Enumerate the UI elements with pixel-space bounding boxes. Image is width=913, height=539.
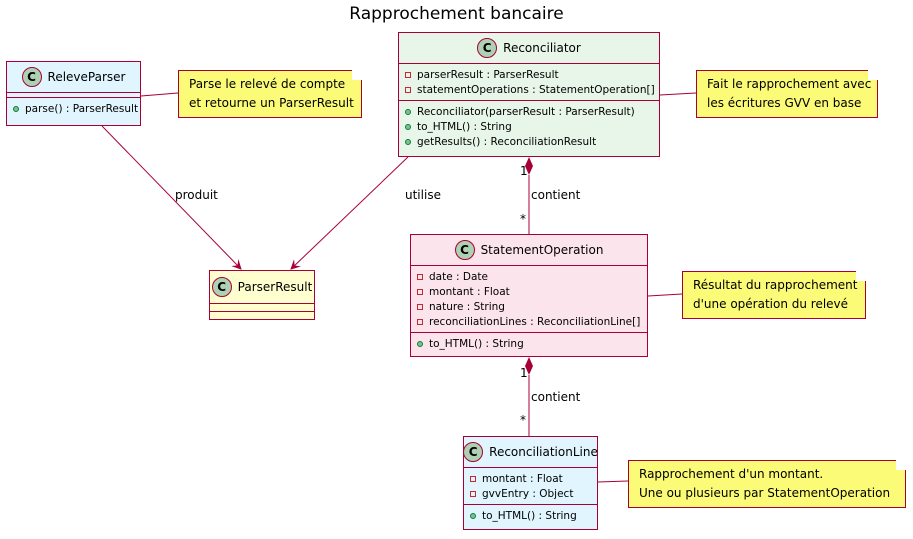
note-reconciliator: Fait le rapprochement avec les écritures… xyxy=(696,70,878,118)
note-fold xyxy=(352,70,362,80)
note-line: Une ou plusieurs par StatementOperation xyxy=(639,486,891,500)
class-stereotype-icon: C xyxy=(454,240,475,260)
edge-produit xyxy=(101,125,242,270)
note-link-line xyxy=(597,480,629,483)
private-icon xyxy=(405,86,411,93)
label-utilise: utilise xyxy=(405,188,441,202)
multiplicity-many-1: * xyxy=(520,212,526,226)
note-fold xyxy=(896,460,906,470)
class-reconciliation-line[interactable]: C ReconciliationLine montant : Float gvv… xyxy=(463,436,598,530)
edge-utilise xyxy=(290,156,409,270)
class-header: C Reconciliator xyxy=(399,33,659,63)
methods-section: Reconciliator(parserResult : ParserResul… xyxy=(399,100,659,152)
private-icon xyxy=(417,318,423,325)
note-fold xyxy=(868,70,878,80)
note-statement-operation: Résultat du rapprochement d'une opératio… xyxy=(682,271,866,319)
note-line: Résultat du rapprochement xyxy=(693,278,858,292)
methods-section: to_HTML() : String xyxy=(411,332,647,354)
label-produit: produit xyxy=(175,188,218,202)
multiplicity-one-1: 1 xyxy=(520,164,528,178)
method-row: getResults() : ReconciliationResult xyxy=(405,134,653,149)
diagram-title: Rapprochement bancaire xyxy=(349,4,564,24)
note-releve-parser: Parse le relevé de compte et retourne un… xyxy=(178,70,362,118)
note-link-reconciliator xyxy=(659,92,697,96)
note-fold xyxy=(856,271,866,281)
public-icon xyxy=(405,123,411,130)
method-row: to_HTML() : String xyxy=(470,508,591,523)
attribute-row: parserResult : ParserResult xyxy=(405,67,653,82)
class-parser-result[interactable]: C ParserResult xyxy=(209,270,315,320)
class-name: ReleveParser xyxy=(47,70,126,84)
attributes-section xyxy=(210,303,314,311)
note-line: les écritures GVV en base xyxy=(707,96,862,110)
methods-section xyxy=(210,311,314,319)
attribute-row: nature : String xyxy=(417,299,641,314)
note-line: d'une opération du relevé xyxy=(693,297,849,311)
composition-diamond-2 xyxy=(525,357,533,375)
attributes-section: montant : Float gvvEntry : Object xyxy=(464,467,597,504)
composition-diamond-1 xyxy=(525,157,533,175)
note-reconciliation-line: Rapprochement d'un montant. Une ou plusi… xyxy=(628,460,906,508)
class-stereotype-icon: C xyxy=(477,38,498,58)
method-row: to_HTML() : String xyxy=(417,336,641,351)
private-icon xyxy=(417,273,423,280)
attribute-row: statementOperations : StatementOperation… xyxy=(405,82,655,97)
note-link-releve xyxy=(140,92,179,97)
class-stereotype-icon: C xyxy=(21,67,42,87)
note-line: Parse le relevé de compte xyxy=(189,77,346,91)
class-name: ParserResult xyxy=(237,280,313,294)
attributes-section: date : Date montant : Float nature : Str… xyxy=(411,265,647,332)
attribute-row: montant : Float xyxy=(417,284,641,299)
note-line: Rapprochement d'un montant. xyxy=(639,467,824,481)
class-name: StatementOperation xyxy=(480,243,604,257)
multiplicity-one-2: 1 xyxy=(520,366,528,380)
public-icon xyxy=(417,340,423,347)
attributes-section: parserResult : ParserResult statementOpe… xyxy=(399,63,659,100)
label-contient-2: contient xyxy=(531,390,581,404)
class-statement-operation[interactable]: C StatementOperation date : Date montant… xyxy=(410,234,648,357)
attribute-row: date : Date xyxy=(417,269,641,284)
methods-section: parse() : ParserResult xyxy=(7,97,140,119)
note-line: Fait le rapprochement avec xyxy=(707,77,872,91)
private-icon xyxy=(470,490,476,497)
class-header: C ReconciliationLine xyxy=(463,437,598,467)
method-row: parse() : ParserResult xyxy=(13,101,138,116)
private-icon xyxy=(417,303,423,310)
public-icon xyxy=(13,105,19,112)
methods-section: to_HTML() : String xyxy=(464,504,597,526)
public-icon xyxy=(405,138,411,145)
attribute-row: montant : Float xyxy=(470,471,591,486)
attributes-section xyxy=(7,92,140,97)
class-releve-parser[interactable]: C ReleveParser parse() : ParserResult xyxy=(6,61,141,126)
attribute-row: gvvEntry : Object xyxy=(470,486,591,501)
public-icon xyxy=(405,108,411,115)
class-header: C StatementOperation xyxy=(411,235,647,265)
class-name: ReconciliationLine xyxy=(489,445,598,459)
multiplicity-many-2: * xyxy=(520,413,526,427)
method-row: Reconciliator(parserResult : ParserResul… xyxy=(405,104,653,119)
class-reconciliator[interactable]: C Reconciliator parserResult : ParserRes… xyxy=(398,32,660,157)
label-contient-1: contient xyxy=(531,188,581,202)
class-stereotype-icon: C xyxy=(211,277,232,297)
method-row: to_HTML() : String xyxy=(405,119,653,134)
private-icon xyxy=(417,288,423,295)
class-name: Reconciliator xyxy=(503,41,581,55)
class-header: C ReleveParser xyxy=(7,62,140,92)
private-icon xyxy=(470,475,476,482)
private-icon xyxy=(405,71,411,78)
note-link-statement xyxy=(647,293,683,297)
class-stereotype-icon: C xyxy=(463,442,484,462)
class-header: C ParserResult xyxy=(210,271,314,303)
attribute-row: reconciliationLines : ReconciliationLine… xyxy=(417,314,641,329)
note-line: et retourne un ParserResult xyxy=(189,96,354,110)
public-icon xyxy=(470,512,476,519)
